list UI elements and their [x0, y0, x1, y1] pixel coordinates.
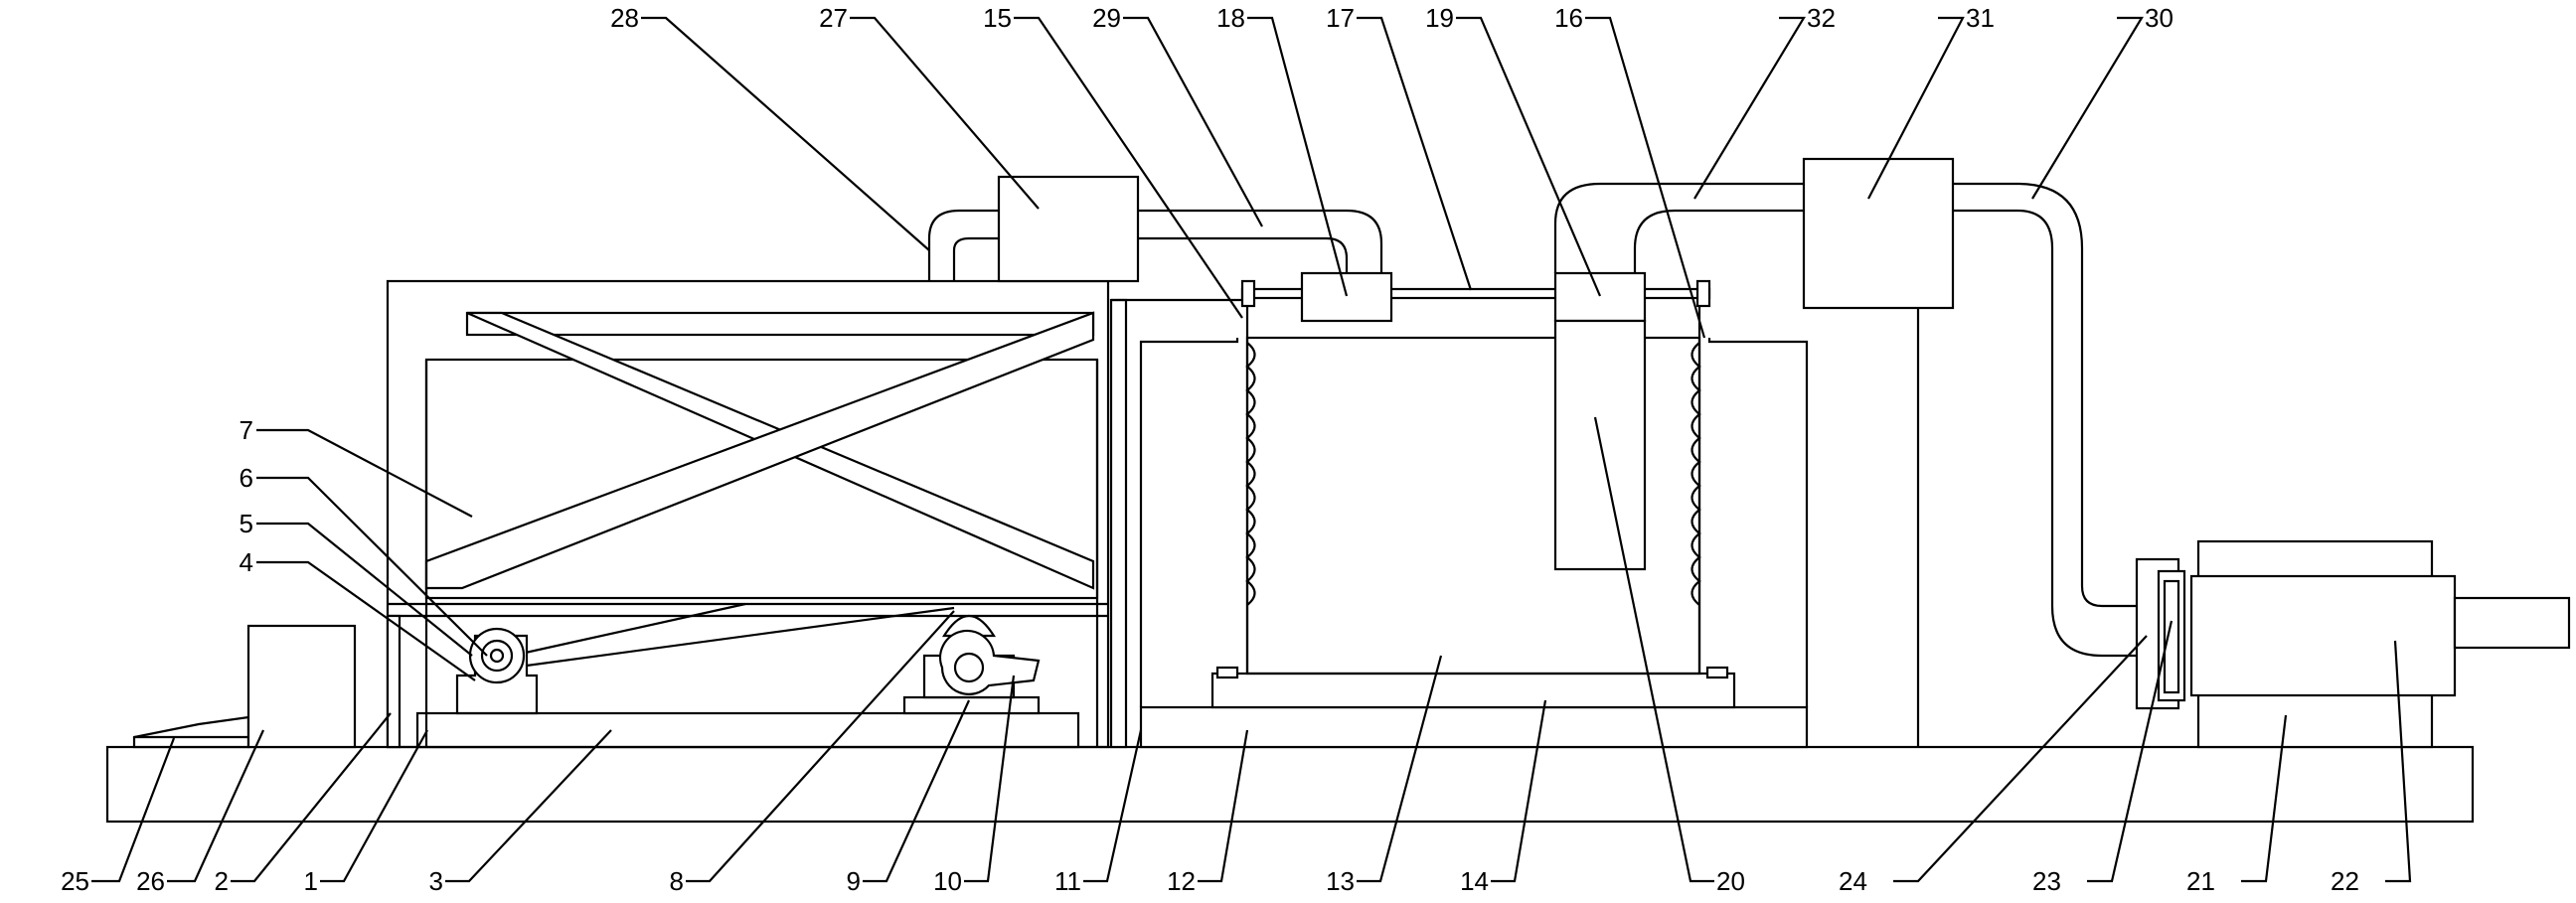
labels-left: 7 6 5 4	[240, 415, 253, 577]
label-23: 23	[2032, 866, 2061, 896]
pipe-elbow-28	[927, 209, 999, 281]
label-29: 29	[1092, 3, 1121, 33]
label-28: 28	[610, 3, 639, 33]
label-19: 19	[1425, 3, 1454, 33]
label-31: 31	[1966, 3, 1995, 33]
label-18: 18	[1216, 3, 1245, 33]
labels-top: 28 27 15 29 18 17 19 16	[610, 3, 1583, 33]
base-1	[105, 745, 2475, 824]
label-9: 9	[847, 866, 861, 896]
spring-column-16	[1690, 293, 1701, 674]
box-27	[997, 175, 1140, 283]
label-32: 32	[1807, 3, 1836, 33]
mount-9	[902, 695, 1041, 715]
label-27: 27	[819, 3, 848, 33]
label-8: 8	[670, 866, 684, 896]
labels-bottom: 25 26 2 1 3 8 9 10 11 12 13 14	[61, 866, 1489, 896]
label-30: 30	[2145, 3, 2174, 33]
labels-bottom-right: 20 24 23 21 22	[1716, 866, 2359, 896]
label-20: 20	[1716, 866, 1745, 896]
label-17: 17	[1326, 3, 1355, 33]
label-21: 21	[2186, 866, 2215, 896]
frame-leg-2	[386, 614, 402, 749]
label-14: 14	[1460, 866, 1489, 896]
labels-top-right: 32 31 30	[1807, 3, 2174, 33]
motor-22	[2189, 574, 2457, 697]
pipe-32	[1553, 182, 1804, 273]
frame-7	[386, 279, 1110, 749]
plate-25	[132, 715, 250, 749]
label-15: 15	[983, 3, 1012, 33]
slab-12	[1139, 705, 1809, 749]
label-3: 3	[429, 866, 443, 896]
label-11: 11	[1054, 866, 1081, 896]
label-13: 13	[1326, 866, 1355, 896]
leader-lines	[91, 16, 2412, 883]
tray-14	[1210, 672, 1736, 709]
label-4: 4	[240, 547, 253, 577]
pipe-30	[1953, 182, 2147, 608]
label-12: 12	[1167, 866, 1196, 896]
label-24: 24	[1839, 866, 1867, 896]
pipe-29	[1138, 209, 1383, 273]
label-25: 25	[61, 866, 89, 896]
label-1: 1	[304, 866, 318, 896]
cam-8	[942, 615, 996, 638]
label-5: 5	[240, 509, 253, 538]
spring-column-15	[1245, 293, 1256, 674]
label-22: 22	[2331, 866, 2359, 896]
slab-3	[415, 711, 1080, 749]
label-7: 7	[240, 415, 253, 445]
post-11	[1109, 298, 1128, 749]
box-31	[1802, 157, 1955, 310]
label-10: 10	[933, 866, 962, 896]
label-6: 6	[240, 463, 253, 493]
label-16: 16	[1554, 3, 1583, 33]
label-26: 26	[136, 866, 165, 896]
box-26	[246, 624, 357, 749]
block-18	[1300, 271, 1393, 323]
block-19	[1553, 271, 1647, 323]
label-2: 2	[215, 866, 229, 896]
